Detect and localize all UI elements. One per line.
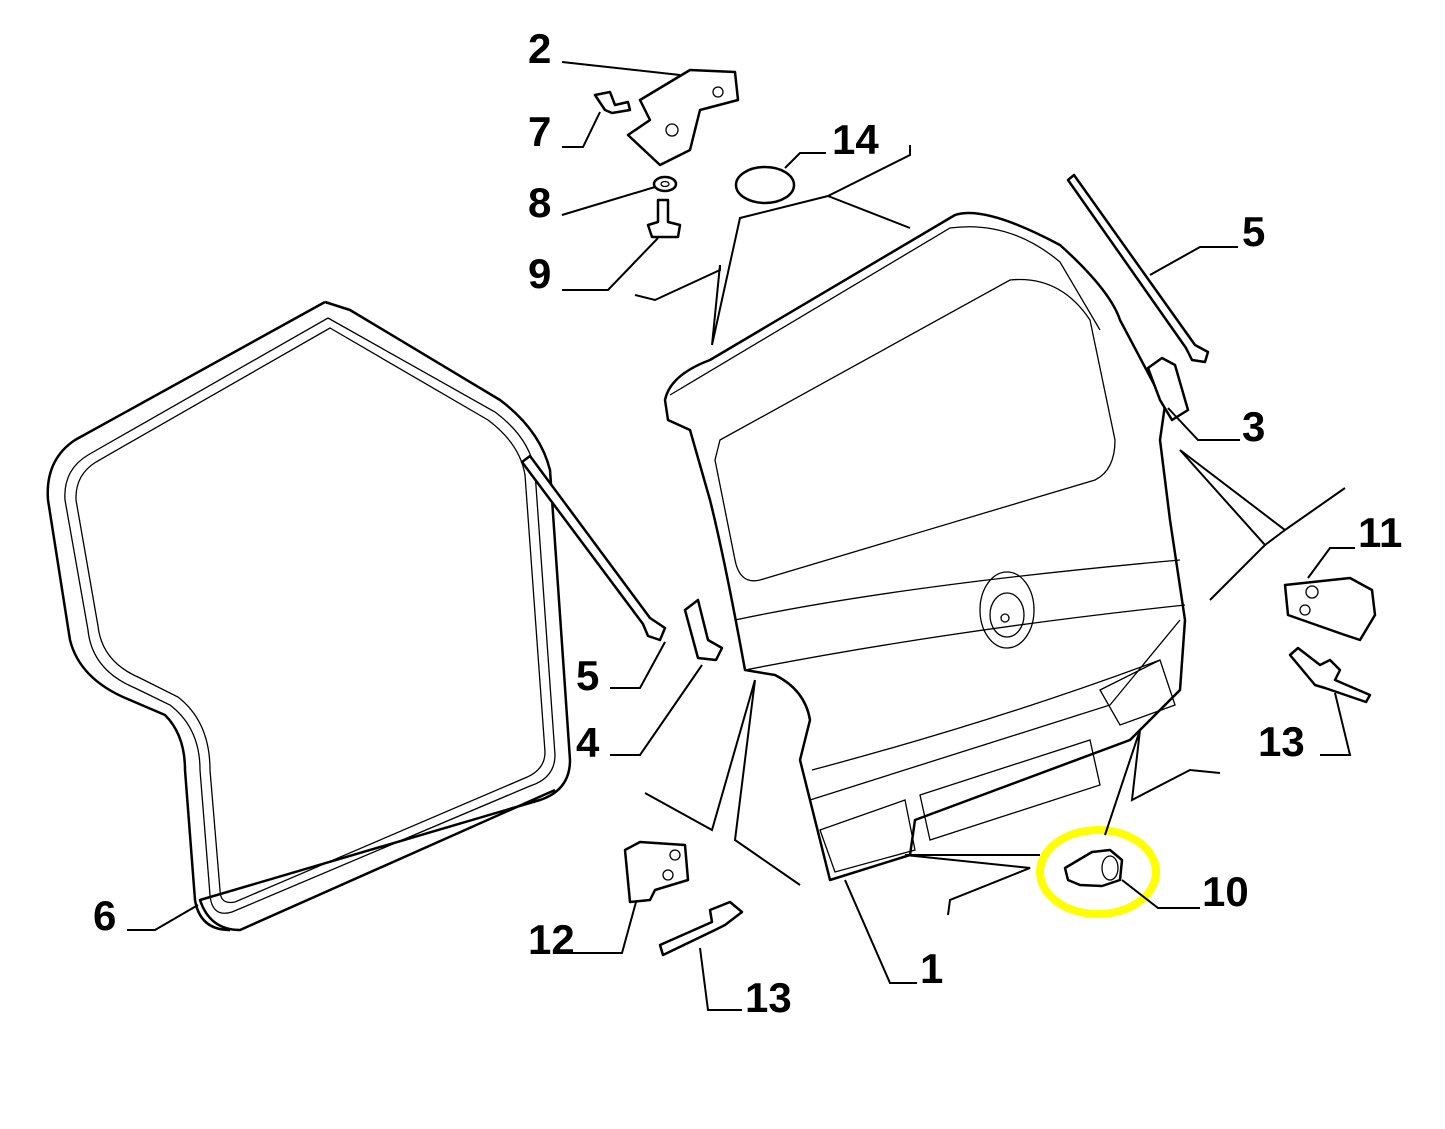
o-ring-part xyxy=(734,165,796,205)
label-5-left: 5 xyxy=(576,652,599,699)
hinge-right-part xyxy=(1283,576,1377,642)
bracket-3-part xyxy=(1146,356,1190,422)
label-8: 8 xyxy=(528,179,551,226)
label-2: 2 xyxy=(528,25,551,72)
bumper-stop-part xyxy=(1063,848,1124,888)
label-9: 9 xyxy=(528,250,551,297)
label-14: 14 xyxy=(832,116,879,163)
label-4: 4 xyxy=(576,719,600,766)
bolt-7-part xyxy=(593,90,632,115)
label-3: 3 xyxy=(1242,403,1265,450)
strut-right-part xyxy=(1066,173,1210,364)
label-6: 6 xyxy=(93,892,116,939)
hinge-upper-part xyxy=(626,68,740,167)
label-13-right: 13 xyxy=(1258,718,1305,765)
tailgate-part xyxy=(663,211,1187,882)
leader-lines xyxy=(127,61,1355,1011)
label-11: 11 xyxy=(1358,509,1402,556)
bolt-9-part xyxy=(646,198,682,239)
label-13-left: 13 xyxy=(745,974,792,1021)
highlight-circle xyxy=(1036,826,1160,918)
bracket-4-part xyxy=(683,598,724,662)
pin-right-part xyxy=(1288,646,1372,704)
door-seal-part xyxy=(46,300,572,932)
label-5-right: 5 xyxy=(1242,208,1265,255)
strut-left-part xyxy=(520,454,667,642)
label-7: 7 xyxy=(528,108,551,155)
washer-part xyxy=(652,175,678,193)
pin-left-part xyxy=(658,900,744,957)
label-10: 10 xyxy=(1202,868,1249,915)
label-1: 1 xyxy=(920,945,943,992)
hinge-left-part xyxy=(623,840,690,904)
label-12: 12 xyxy=(528,916,575,963)
